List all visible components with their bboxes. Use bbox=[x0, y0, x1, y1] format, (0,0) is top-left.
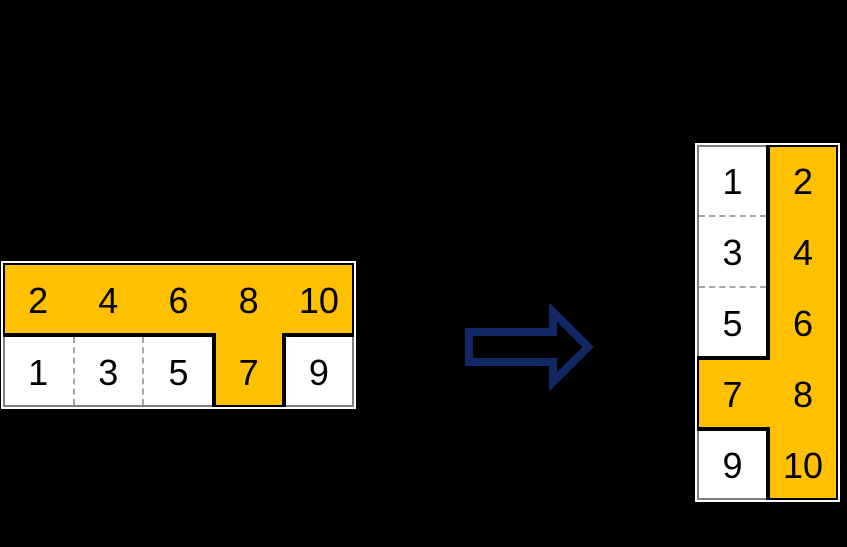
white-cell-3-bg bbox=[75, 337, 145, 405]
left-table-numbers: 2 4 6 8 10 1 3 5 7 9 bbox=[3, 263, 354, 407]
right-arrow-icon bbox=[465, 304, 594, 392]
left-cell-5: 5 bbox=[168, 351, 189, 393]
left-cell-9: 9 bbox=[308, 351, 329, 393]
left-cell-2: 2 bbox=[28, 279, 49, 321]
white-cell-1-bg bbox=[699, 147, 766, 218]
white-cell-1-bg bbox=[5, 337, 75, 405]
white-cells-1-3-5 bbox=[697, 145, 768, 358]
right-cell-1: 1 bbox=[722, 161, 743, 202]
left-cell-6: 6 bbox=[168, 279, 189, 321]
left-cell-3: 3 bbox=[98, 351, 119, 393]
right-cell-10: 10 bbox=[782, 445, 824, 486]
right-cell-2: 2 bbox=[792, 161, 814, 202]
orange-highlight-shape-left bbox=[3, 263, 354, 407]
right-table-numbers: 1 2 3 4 5 6 7 8 9 10 bbox=[697, 145, 838, 500]
right-cell-4: 4 bbox=[792, 232, 814, 273]
orange-highlight-shape-right bbox=[697, 145, 838, 500]
right-cell-7: 7 bbox=[722, 374, 743, 415]
left-cell-1: 1 bbox=[28, 351, 49, 393]
white-cell-9-bg bbox=[697, 429, 768, 500]
white-cell-3-bg bbox=[699, 217, 766, 288]
left-cell-8: 8 bbox=[238, 279, 259, 321]
left-cell-4: 4 bbox=[98, 279, 119, 321]
right-cell-9: 9 bbox=[722, 445, 743, 486]
left-cell-7: 7 bbox=[238, 351, 259, 393]
right-cell-5: 5 bbox=[722, 303, 743, 344]
left-cell-10: 10 bbox=[298, 279, 339, 321]
right-cell-3: 3 bbox=[722, 232, 743, 273]
vertical-number-strip: 1 2 3 4 5 6 7 8 9 10 bbox=[695, 143, 840, 502]
right-cell-8: 8 bbox=[792, 374, 814, 415]
horizontal-number-strip: 2 4 6 8 10 1 3 5 7 9 bbox=[1, 261, 356, 409]
right-cell-6: 6 bbox=[792, 303, 814, 344]
white-cell-9-bg bbox=[284, 335, 354, 407]
